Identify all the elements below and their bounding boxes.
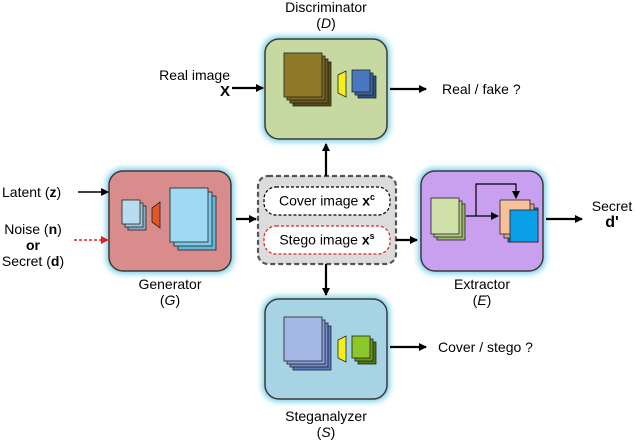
real-image-label: Real image X [159,67,230,100]
noise-or-secret-label: Noise (n) or Secret (d) [1,221,65,269]
steganalyzer-feature-maps-icon [283,316,377,371]
extractor-block [418,168,546,274]
generator-block [106,168,234,274]
cover-stego-output-label: Cover / stego ? [438,339,533,355]
discriminator-feature-maps-icon [283,52,377,107]
extractor-feature-maps-icon [430,183,539,243]
cover-image-box [263,186,391,216]
discriminator-title: Discriminator (D) [285,0,367,31]
stego-image-box [263,225,391,255]
connector-arrows [74,84,583,351]
stego-image-label: Stego image xs [279,231,375,248]
cover-stego-container [256,174,398,266]
latent-label: Latent (z) [2,184,62,200]
steganalyzer-block [262,296,390,402]
generator-title: Generator (G) [138,276,202,308]
steganalyzer-title: Steganalyzer (S) [285,408,367,440]
extractor-title: Extractor (E) [453,276,510,308]
generator-feature-maps-icon [121,187,217,251]
cover-image-label: Cover image xc [278,192,376,209]
secret-output-label: Secret d' [591,198,633,231]
real-fake-label: Real / fake ? [442,81,521,97]
discriminator-block [262,36,390,142]
